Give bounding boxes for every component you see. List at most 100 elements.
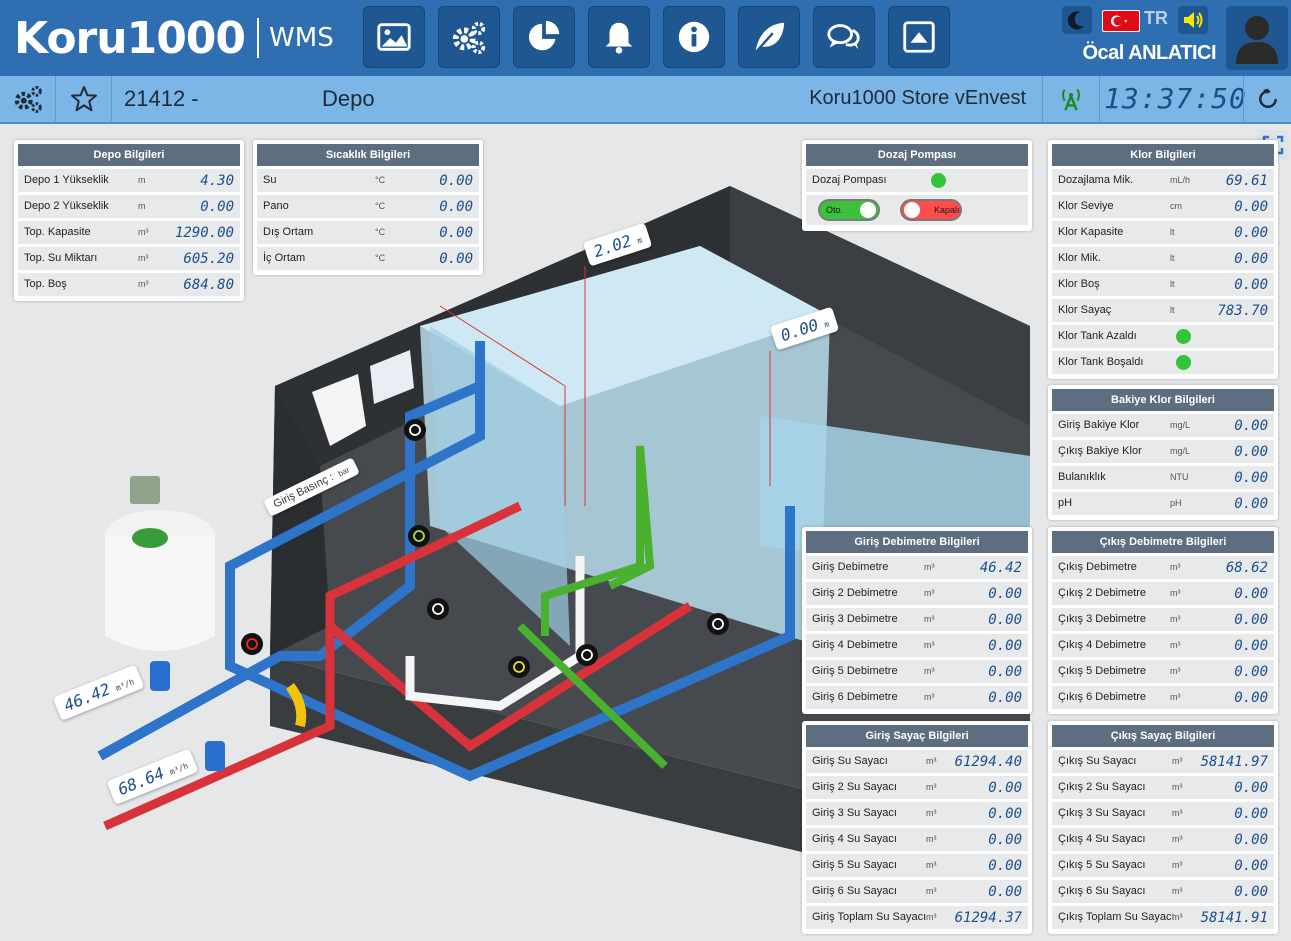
leaf-icon [754, 22, 785, 53]
alarms-button[interactable] [588, 6, 650, 68]
info-button[interactable] [663, 6, 725, 68]
control-cabinet [312, 374, 366, 446]
drain-pipe [405, 556, 585, 711]
dark-mode-toggle[interactable] [1062, 6, 1092, 34]
row-unit: m³ [1172, 912, 1183, 922]
refresh-button[interactable] [1243, 76, 1291, 122]
row-value: 0.00 [988, 586, 1022, 602]
row-unit: lt [1170, 253, 1175, 263]
user-avatar[interactable] [1226, 6, 1288, 70]
row-unit: m³ [1172, 782, 1183, 792]
row-unit: m³ [1172, 808, 1183, 818]
auto-toggle-label: Oto. [826, 205, 844, 215]
auto-toggle[interactable]: Oto. [818, 199, 880, 221]
panel-title: Bakiye Klor Bilgileri [1052, 389, 1274, 411]
row-unit: mg/L [1170, 420, 1191, 430]
row-label: Giriş 2 Su Sayacı [812, 781, 897, 793]
favorite-button[interactable] [56, 76, 112, 122]
top-bar: Koru1000 WMS TR Öcal ANLATICI [0, 0, 1291, 76]
row-label: Klor Boş [1058, 278, 1100, 290]
messages-button[interactable] [813, 6, 875, 68]
row-label: Pano [263, 200, 289, 212]
row-unit: m³ [1170, 588, 1181, 598]
logo: Koru1000 WMS [14, 10, 334, 66]
row-label: Top. Su Miktarı [24, 252, 98, 264]
row-value: 0.00 [1234, 444, 1268, 460]
row-label: Giriş 6 Debimetre [812, 691, 898, 703]
clock: 13:37:50 [1104, 82, 1247, 115]
panel-title: Çıkış Sayaç Bilgileri [1052, 725, 1274, 747]
row-value: 58141.91 [1200, 910, 1268, 926]
row-value: 783.70 [1217, 303, 1268, 319]
sound-toggle[interactable] [1178, 6, 1208, 34]
inlet-flow-unit: m³/h [114, 677, 136, 693]
row-label: Dozaj Pompası [812, 174, 887, 186]
row-unit: lt [1170, 279, 1175, 289]
panel-title: Giriş Debimetre Bilgileri [806, 531, 1028, 553]
row-value: 0.00 [1234, 418, 1268, 434]
panel-title: Depo Bilgileri [18, 144, 240, 166]
status-row: Klor Tank Boşaldı [1052, 351, 1274, 374]
row-label: Dozajlama Mik. [1058, 174, 1134, 186]
chat-icon [827, 24, 860, 50]
valve-marker-7 [707, 613, 729, 635]
gallery-button[interactable] [363, 6, 425, 68]
window-up-icon [903, 21, 935, 53]
row-unit: m³ [924, 640, 935, 650]
inlet-pipe-2 [97, 381, 482, 761]
row-value: 0.00 [988, 638, 1022, 654]
row-value: 1290.00 [174, 225, 234, 241]
row-label: Giriş Su Sayacı [812, 755, 888, 767]
outlet-flow-unit: m³/h [168, 761, 190, 777]
row-value: 0.00 [1234, 858, 1268, 874]
language-flag[interactable] [1102, 10, 1140, 32]
row-unit: m³ [926, 912, 937, 922]
row-label: Giriş 4 Su Sayacı [812, 833, 897, 845]
connection-status [1042, 76, 1100, 122]
row-unit: m³ [138, 253, 149, 263]
window-button[interactable] [888, 6, 950, 68]
product-name: WMS [269, 23, 334, 53]
row-label: Çıkış 3 Su Sayacı [1058, 807, 1146, 819]
row-label: Top. Boş [24, 278, 67, 290]
closed-toggle[interactable]: Kapalı [900, 199, 962, 221]
store-name: Koru1000 Store vEnvest [809, 87, 1026, 109]
station-settings-button[interactable] [0, 76, 56, 122]
dosing-pump-panel: Dozaj Pompası Dozaj Pompası Oto. Kapalı [802, 140, 1032, 231]
environment-button[interactable] [738, 6, 800, 68]
turkish-flag-icon [1111, 15, 1128, 27]
row-unit: °C [375, 227, 386, 237]
language-code[interactable]: TR [1144, 8, 1168, 28]
settings-button[interactable] [438, 6, 500, 68]
row-value: 684.80 [183, 277, 234, 293]
row-value: 0.00 [988, 858, 1022, 874]
row-label: Giriş 4 Debimetre [812, 639, 898, 651]
row-label: Klor Seviye [1058, 200, 1114, 212]
tank-top [420, 246, 830, 406]
row-unit: mL/h [1170, 175, 1191, 185]
row-label: Çıkış Su Sayacı [1058, 755, 1137, 767]
row-label: Dış Ortam [263, 226, 314, 238]
row-label: Giriş Toplam Su Sayacı [812, 911, 927, 923]
dosing-pump [130, 476, 160, 504]
row-label: Bulanıklık [1058, 471, 1106, 483]
reports-button[interactable] [513, 6, 575, 68]
row-value: 69.61 [1225, 173, 1268, 189]
user-name[interactable]: Öcal ANLATICI [1082, 42, 1216, 64]
